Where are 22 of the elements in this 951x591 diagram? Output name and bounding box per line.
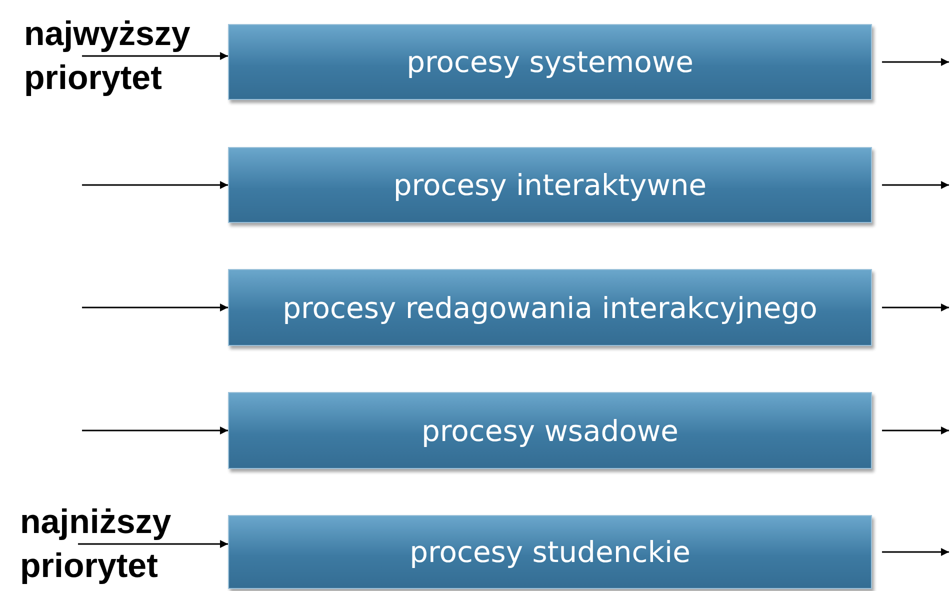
process-box xyxy=(228,269,872,346)
priority-label: najniższy priorytet xyxy=(20,500,220,588)
arrow xyxy=(82,426,228,434)
process-label: procesy studenckie xyxy=(410,535,690,569)
process-label: procesy systemowe xyxy=(406,45,694,79)
priority-label: najwyższy priorytet xyxy=(24,12,224,100)
arrow xyxy=(82,304,228,312)
arrow xyxy=(82,52,228,60)
process-box xyxy=(228,392,872,469)
process-label: procesy interaktywne xyxy=(393,168,707,202)
process-box xyxy=(228,515,872,589)
process-box xyxy=(228,147,872,223)
process-label: procesy redagowania interakcyjnego xyxy=(282,290,818,324)
arrow xyxy=(882,548,949,556)
process-label: procesy wsadowe xyxy=(421,414,679,448)
arrow xyxy=(82,181,228,189)
process-box xyxy=(228,24,872,100)
arrow xyxy=(882,58,949,66)
arrow xyxy=(882,181,949,189)
arrow xyxy=(882,426,949,434)
arrow xyxy=(78,540,228,548)
arrow xyxy=(882,304,949,312)
